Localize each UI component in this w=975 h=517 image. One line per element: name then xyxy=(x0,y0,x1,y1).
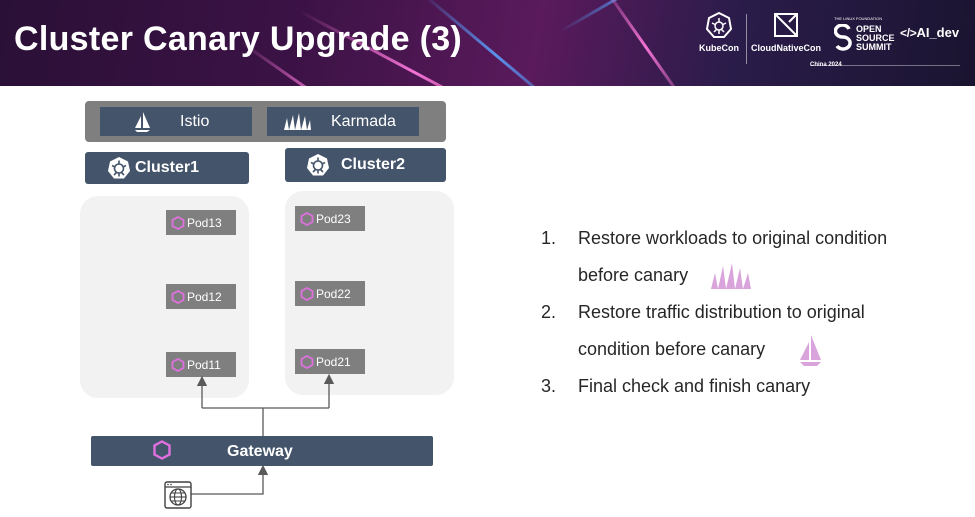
pod-box: Pod13 xyxy=(166,210,236,235)
step-text: Final check and finish canary xyxy=(578,376,811,396)
karmada-icon xyxy=(284,112,311,130)
cloudnativecon-icon xyxy=(774,13,798,37)
istio-sail-icon xyxy=(135,111,150,132)
pod-label: Pod12 xyxy=(187,289,222,304)
cluster2-label: Cluster2 xyxy=(341,156,406,173)
pod-label: Pod13 xyxy=(187,215,222,230)
step-text: condition before canary xyxy=(578,339,766,359)
istio-label: Istio xyxy=(180,112,210,130)
pod-hexagon-icon xyxy=(171,289,185,304)
pod-label: Pod11 xyxy=(187,357,221,372)
step-number: 3. xyxy=(541,376,557,396)
step-text: Restore traffic distribution to original xyxy=(578,302,865,322)
kubecon-logo: KubeCon xyxy=(694,11,744,53)
step-text: before canary xyxy=(578,265,689,285)
gateway-hexagon-icon xyxy=(153,440,171,460)
pod-box: Pod22 xyxy=(295,281,365,306)
linux-foundation-label: THE LINUX FOUNDATION xyxy=(834,16,883,21)
step-text: Restore workloads to original condition xyxy=(578,228,888,248)
oss-line1: OPEN xyxy=(856,24,882,34)
cluster2-header: Cluster2 xyxy=(285,148,446,182)
istio-chip: Istio xyxy=(100,107,252,136)
pod-box: Pod21 xyxy=(295,349,365,374)
cluster1-label: Cluster1 xyxy=(135,159,200,176)
pod-box: Pod23 xyxy=(295,206,365,231)
oss-line3: SUMMIT xyxy=(856,42,892,52)
pod-hexagon-icon xyxy=(171,215,185,230)
divider xyxy=(746,14,747,64)
kubernetes-icon xyxy=(108,157,130,179)
ai-dev-logo: </>AI_dev xyxy=(900,24,972,42)
open-source-summit-logo: THE LINUX FOUNDATION OPEN SOURCE SUMMIT xyxy=(834,16,896,52)
pod-label: Pod21 xyxy=(316,354,351,369)
gateway-bar: Gateway xyxy=(91,436,433,466)
kubecon-icon xyxy=(705,11,733,38)
pod-hexagon-icon xyxy=(300,211,314,226)
header-banner: Cluster Canary Upgrade (3) KubeCon Cloud… xyxy=(0,0,975,86)
cluster1-header: Cluster1 xyxy=(85,152,249,184)
kubecon-label: KubeCon xyxy=(699,43,739,53)
browser-globe-icon xyxy=(164,481,192,509)
oss-s-icon xyxy=(834,24,852,51)
pod-box: Pod12 xyxy=(166,284,236,309)
cloudnativecon-logo: CloudNativeCon xyxy=(750,12,822,53)
pod-hexagon-icon xyxy=(171,357,185,372)
divider xyxy=(810,65,960,66)
event-logos: KubeCon CloudNativeCon THE LINUX FOUNDAT… xyxy=(690,10,970,74)
kubernetes-icon xyxy=(307,154,329,176)
oss-line2: SOURCE xyxy=(856,33,895,43)
step-number: 2. xyxy=(541,302,557,322)
pod-label: Pod22 xyxy=(316,286,351,301)
ai-dev-icon: </> xyxy=(900,26,917,40)
arrow-to-gateway xyxy=(191,464,269,495)
pod-hexagon-icon xyxy=(300,286,314,301)
pod-label: Pod23 xyxy=(316,211,351,226)
china-2024-label: China 2024 xyxy=(810,62,842,68)
gateway-label: Gateway xyxy=(227,443,293,460)
ai-dev-label: AI_dev xyxy=(916,25,960,40)
step-number: 1. xyxy=(541,228,557,248)
pod-hexagon-icon xyxy=(300,354,314,369)
pod-box: Pod11 xyxy=(166,352,236,377)
istio-sail-icon xyxy=(800,335,821,366)
page-title: Cluster Canary Upgrade (3) xyxy=(14,20,463,58)
karmada-icon xyxy=(711,263,751,289)
karmada-label: Karmada xyxy=(331,112,396,130)
cloudnativecon-label: CloudNativeCon xyxy=(750,43,821,53)
karmada-chip: Karmada xyxy=(267,107,419,136)
